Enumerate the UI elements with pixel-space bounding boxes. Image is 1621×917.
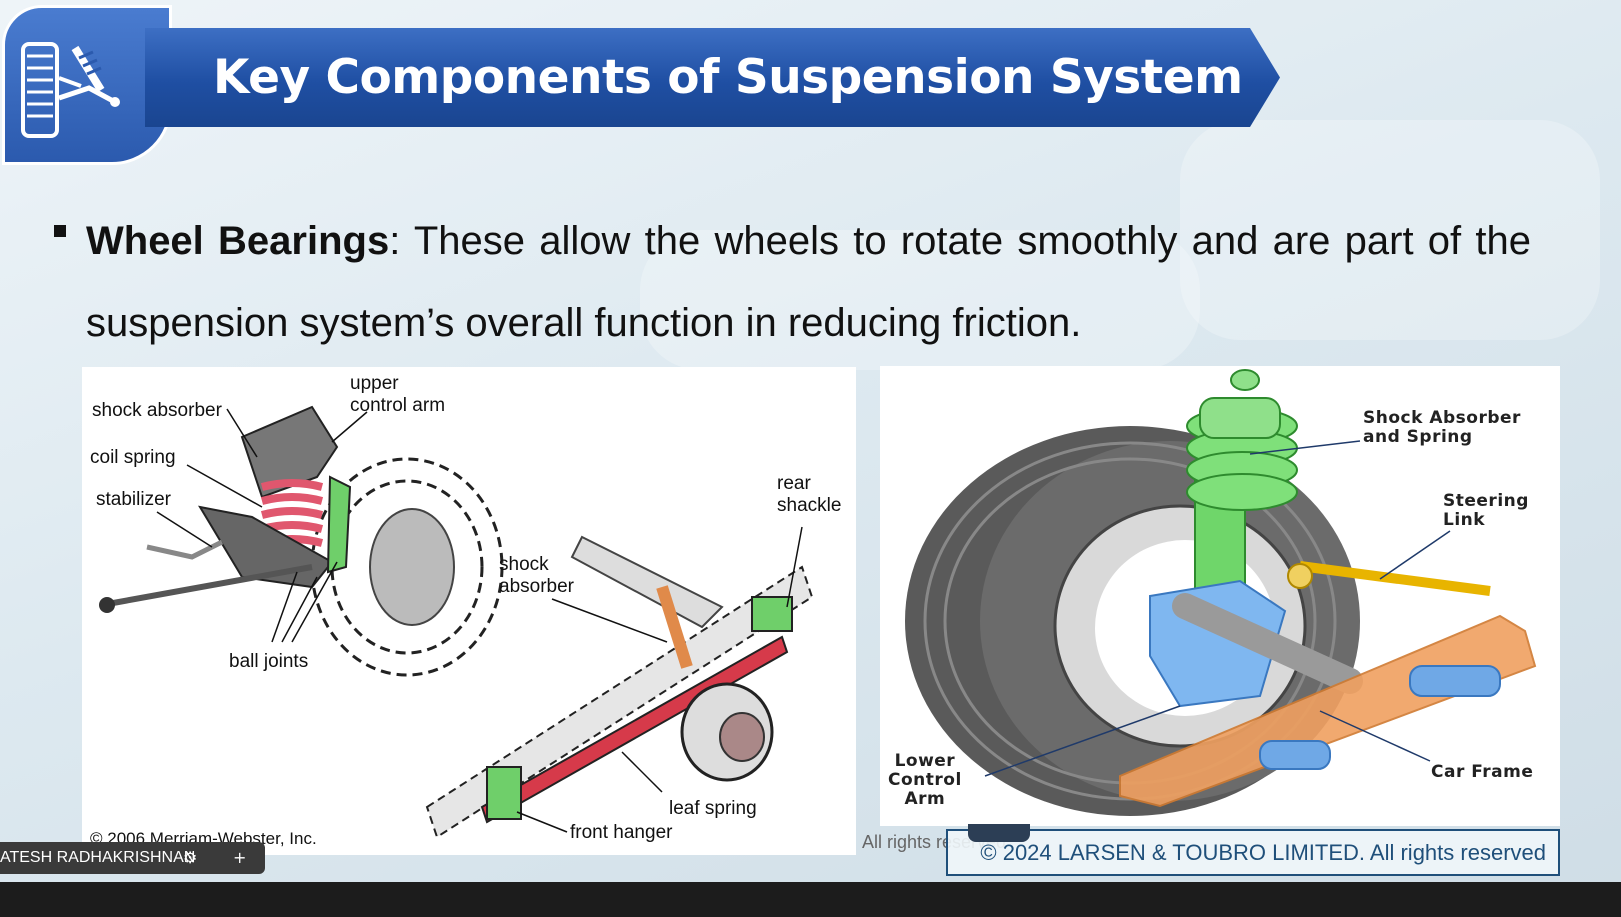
background-shape bbox=[1180, 120, 1600, 340]
label-rear-shackle: rear shackle bbox=[777, 473, 842, 516]
slide-title: Key Components of Suspension System bbox=[213, 50, 1243, 105]
footer-tab bbox=[968, 824, 1030, 842]
plus-icon[interactable]: + bbox=[233, 848, 247, 867]
presenter-name: ATESH RADHAKRISHNAN bbox=[0, 849, 196, 866]
background-shape bbox=[640, 230, 1200, 370]
bottom-bar bbox=[0, 882, 1621, 917]
bullet-marker bbox=[54, 225, 66, 237]
label-coil-spring: coil spring bbox=[90, 447, 176, 468]
label-shock-absorber-spring: Shock Absorber and Spring bbox=[1363, 408, 1521, 447]
label-leaf-spring: leaf spring bbox=[669, 798, 757, 819]
bullet-term: Wheel Bearings bbox=[86, 219, 390, 263]
label-stabilizer: stabilizer bbox=[96, 489, 171, 510]
title-banner: Key Components of Suspension System bbox=[145, 28, 1280, 127]
label-car-frame: Car Frame bbox=[1431, 762, 1534, 782]
label-upper-control-arm: upper control arm bbox=[350, 373, 446, 416]
label-shock-absorber: shock absorber bbox=[92, 400, 222, 421]
label-shock-absorber-rear: shock absorber bbox=[499, 554, 574, 597]
label-lower-control-arm: Lower Control Arm bbox=[888, 751, 962, 809]
footer-copyright: © 2024 LARSEN & TOUBRO LIMITED. All righ… bbox=[980, 840, 1546, 865]
presenter-label[interactable]: ATESH RADHAKRISHNAN ⚙ + bbox=[0, 842, 265, 874]
footer-copyright-box: © 2024 LARSEN & TOUBRO LIMITED. All righ… bbox=[946, 829, 1560, 876]
label-front-hanger: front hanger bbox=[570, 822, 673, 843]
suspension-illustration bbox=[99, 405, 814, 839]
logo bbox=[2, 5, 172, 165]
bullet-paragraph: Wheel Bearings: These allow the wheels t… bbox=[86, 200, 1531, 364]
front-rear-suspension-diagram: shock absorber upper control arm coil sp… bbox=[82, 367, 856, 855]
suspension-logo-icon bbox=[21, 42, 120, 138]
label-ball-joints: ball joints bbox=[229, 651, 309, 672]
people-icon[interactable]: ⚙ bbox=[183, 848, 198, 867]
wheel-suspension-diagram: Shock Absorber and Spring Steering Link … bbox=[880, 366, 1560, 826]
bullet-text: : These allow the wheels to rotate smoot… bbox=[86, 219, 1531, 345]
wheel-illustration bbox=[905, 369, 1537, 816]
label-steering-link: Steering Link bbox=[1443, 491, 1529, 530]
